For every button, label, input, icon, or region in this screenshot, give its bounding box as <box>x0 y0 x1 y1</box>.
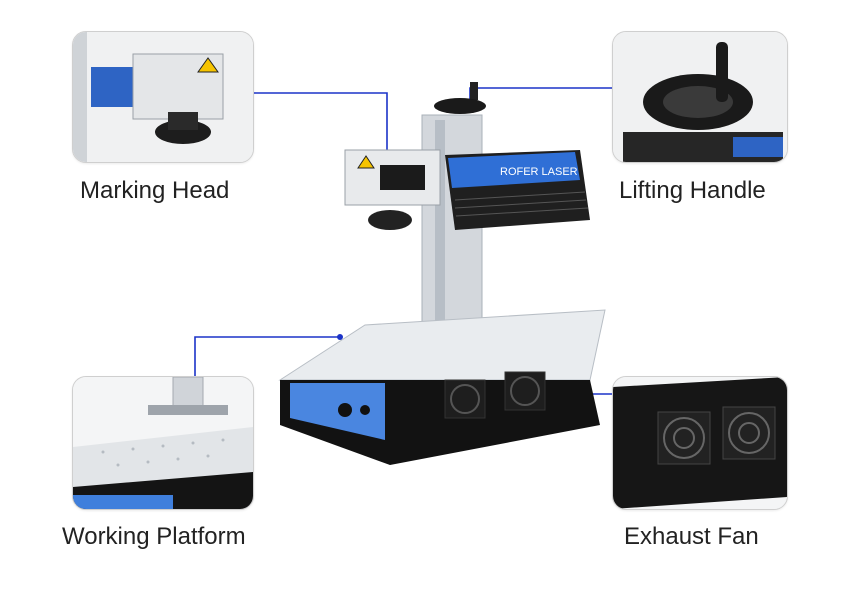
brand-plate <box>448 152 580 188</box>
callout-lifting-handle-image <box>612 31 788 163</box>
label-marking-head: Marking Head <box>80 177 230 204</box>
callout-marking-head-image <box>72 31 254 163</box>
label-exhaust-fan: Exhaust Fan <box>624 523 759 550</box>
control-panel <box>290 383 385 440</box>
warning-icon <box>357 155 375 169</box>
handle-knob <box>434 98 486 114</box>
label-lifting-handle: Lifting Handle <box>619 177 766 204</box>
connector-marking-head <box>252 92 388 168</box>
fan-right <box>504 371 546 411</box>
laser-marking-machine: ROFER LASER <box>278 82 606 465</box>
lens <box>368 210 412 230</box>
label-working-platform: Working Platform <box>62 523 246 550</box>
brand-plate-text: ROFER LASER <box>500 166 578 178</box>
fan-left <box>444 379 486 419</box>
fan-grille-right <box>722 406 776 460</box>
fan-grille-left <box>657 411 711 465</box>
callout-exhaust-fan-image <box>612 376 788 510</box>
handle-shaft <box>470 82 478 100</box>
callout-working-platform-image <box>72 376 254 510</box>
working-platform <box>278 309 606 381</box>
